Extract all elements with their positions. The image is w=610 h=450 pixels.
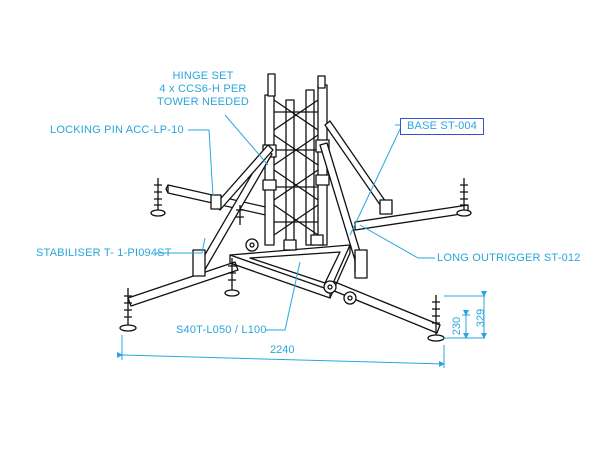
- long-outrigger-back-right: [354, 204, 469, 231]
- callout-locking-pin: LOCKING PIN ACC-LP-10: [50, 124, 184, 136]
- long-outrigger-front-right: [326, 279, 441, 334]
- dimension-height-low: 230: [451, 316, 463, 336]
- castor-wheels: [245, 238, 357, 305]
- dimension-height-high: 329: [475, 308, 487, 328]
- callout-hinge-set-line-2: 4 x CCS6-H PER: [159, 83, 247, 95]
- dimension-lines: [116, 291, 487, 368]
- callout-base: BASE ST-004: [400, 118, 485, 135]
- callout-stabiliser: STABILISER T- 1-PI094ST: [36, 247, 172, 259]
- callout-section: S40T-L050 / L100: [176, 324, 267, 336]
- structure: [119, 73, 472, 342]
- callout-hinge-set-line-3: TOWER NEEDED: [156, 96, 250, 108]
- stabiliser-struts: [192, 120, 393, 279]
- callout-hinge-set-line-1: HINGE SET: [172, 70, 234, 82]
- callout-hinge-set: HINGE SET 4 x CCS6-H PER TOWER NEEDED: [138, 70, 268, 109]
- long-outrigger-front-left: [127, 261, 239, 307]
- tower: [262, 73, 330, 251]
- callout-leaders: [156, 114, 435, 331]
- callout-long-outrigger: LONG OUTRIGGER ST-012: [437, 252, 581, 264]
- dimension-width: 2240: [270, 344, 295, 356]
- levelling-feet: [119, 178, 472, 342]
